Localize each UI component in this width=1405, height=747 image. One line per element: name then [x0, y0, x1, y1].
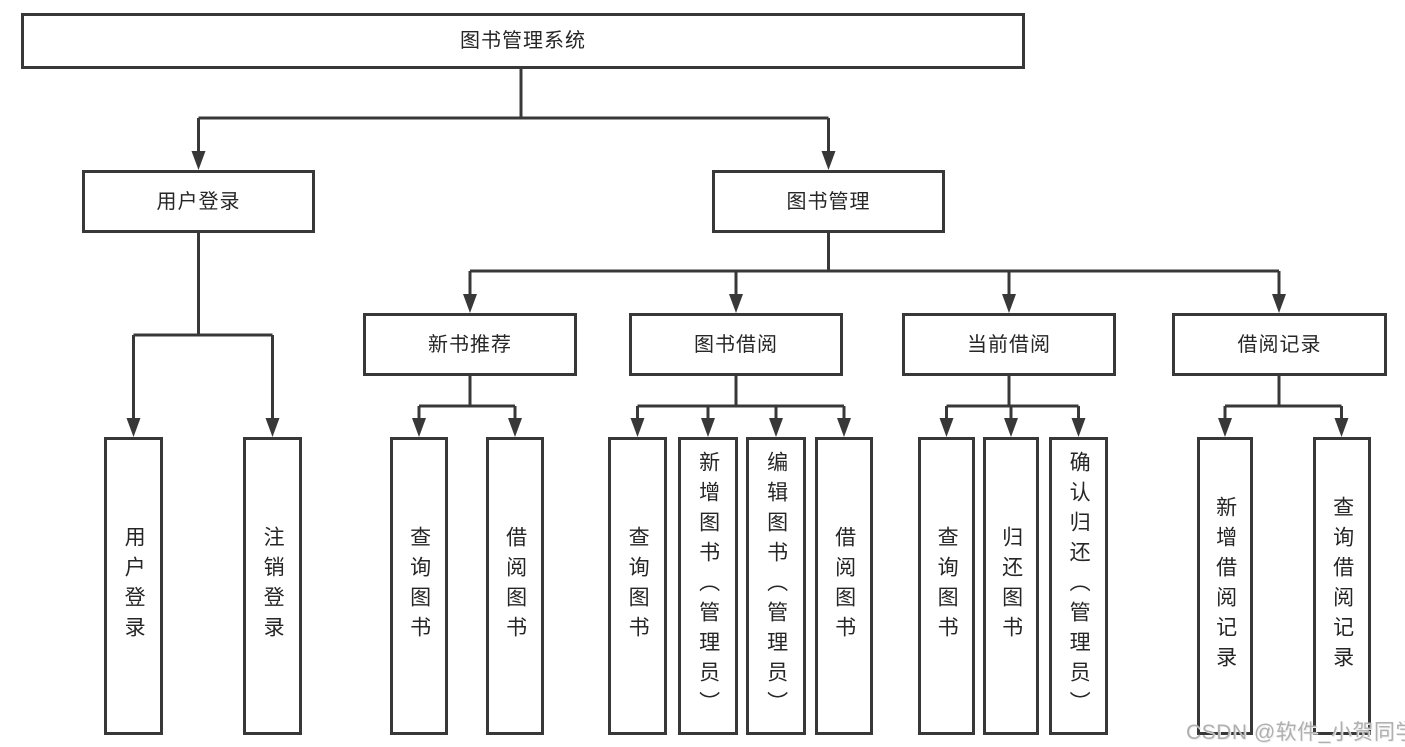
node-logout: 注销登录 — [243, 437, 302, 735]
node-recommend-borrow-books: 借阅图书 — [486, 437, 544, 735]
node-current-borrow: 当前借阅 — [902, 313, 1116, 376]
node-new-book-recommend: 新书推荐 — [363, 313, 577, 376]
node-rec-add-record: 新增借阅记录 — [1197, 437, 1253, 735]
node-cb-confirm-return-admin: 确认归还（管理员） — [1049, 437, 1108, 735]
node-book-borrow: 图书借阅 — [629, 313, 843, 376]
node-rec-query-record: 查询借阅记录 — [1313, 437, 1371, 735]
node-bb-borrow-books: 借阅图书 — [815, 437, 873, 735]
node-recommend-query-books: 查询图书 — [390, 437, 448, 735]
node-cb-query-books: 查询图书 — [918, 437, 975, 735]
node-borrow-records: 借阅记录 — [1172, 313, 1387, 376]
node-cb-return-books: 归还图书 — [983, 437, 1039, 735]
node-book-management: 图书管理 — [712, 170, 945, 233]
node-library-system: 图书管理系统 — [21, 13, 1025, 69]
csdn-watermark: CSDN @软件_小贺同学 — [1186, 721, 1405, 744]
node-bb-edit-book-admin: 编辑图书（管理员） — [746, 437, 806, 735]
node-user-login: 用户登录 — [104, 437, 163, 735]
node-user-login-group: 用户登录 — [82, 170, 315, 233]
node-bb-add-book-admin: 新增图书（管理员） — [678, 437, 738, 735]
node-bb-query-books: 查询图书 — [608, 437, 667, 735]
